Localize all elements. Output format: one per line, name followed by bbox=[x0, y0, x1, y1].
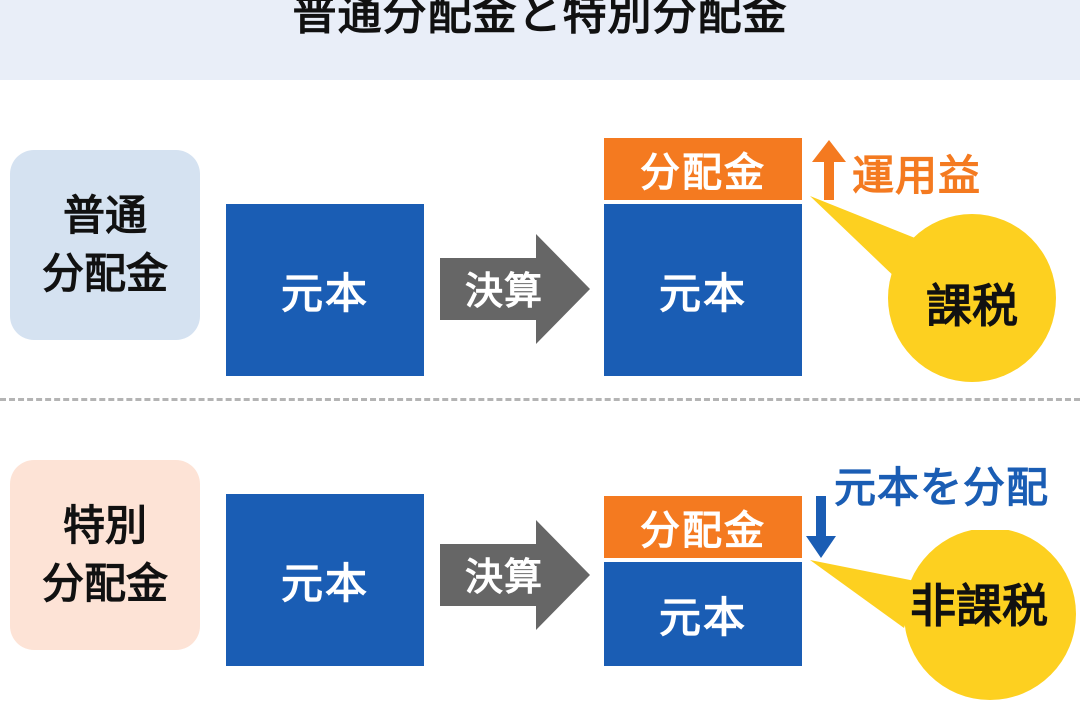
special-tax-label: 非課税 bbox=[910, 579, 1048, 633]
ordinary-label-panel: 普通 分配金 bbox=[10, 150, 200, 340]
ordinary-tax-bubble bbox=[810, 196, 1056, 382]
ordinary-settlement-arrow: 決算 bbox=[440, 234, 590, 344]
special-principal-before: 元本 bbox=[226, 494, 424, 666]
down-arrow-icon bbox=[806, 496, 836, 558]
special-distribution-block: 分配金 bbox=[604, 496, 802, 558]
header-bar: 普通分配金と特別分配金 bbox=[0, 0, 1080, 80]
ordinary-principal-before: 元本 bbox=[226, 204, 424, 376]
special-settlement-arrow: 決算 bbox=[440, 520, 590, 630]
ordinary-principal-after: 元本 bbox=[604, 204, 802, 376]
ordinary-label-line1: 普通 bbox=[62, 191, 147, 240]
special-label-panel: 特別 分配金 bbox=[10, 460, 200, 650]
special-label-line2: 分配金 bbox=[41, 559, 168, 608]
page-title: 普通分配金と特別分配金 bbox=[292, 0, 788, 40]
ordinary-tax-label: 課税 bbox=[926, 279, 1018, 333]
ordinary-label-line2: 分配金 bbox=[41, 249, 168, 298]
right-arrow-icon bbox=[440, 234, 590, 344]
ordinary-note: 運用益 bbox=[852, 151, 982, 200]
ordinary-distribution-block: 分配金 bbox=[604, 138, 802, 200]
up-arrow-icon bbox=[812, 140, 846, 200]
right-arrow-icon bbox=[440, 520, 590, 630]
ordinary-settlement-label: 決算 bbox=[464, 269, 543, 313]
special-principal-after: 元本 bbox=[604, 562, 802, 666]
special-note: 元本を分配 bbox=[834, 463, 1050, 512]
special-settlement-label: 決算 bbox=[464, 555, 543, 599]
special-label-line1: 特別 bbox=[62, 501, 147, 550]
special-tax-bubble bbox=[810, 530, 1076, 700]
row-divider bbox=[0, 398, 1080, 401]
